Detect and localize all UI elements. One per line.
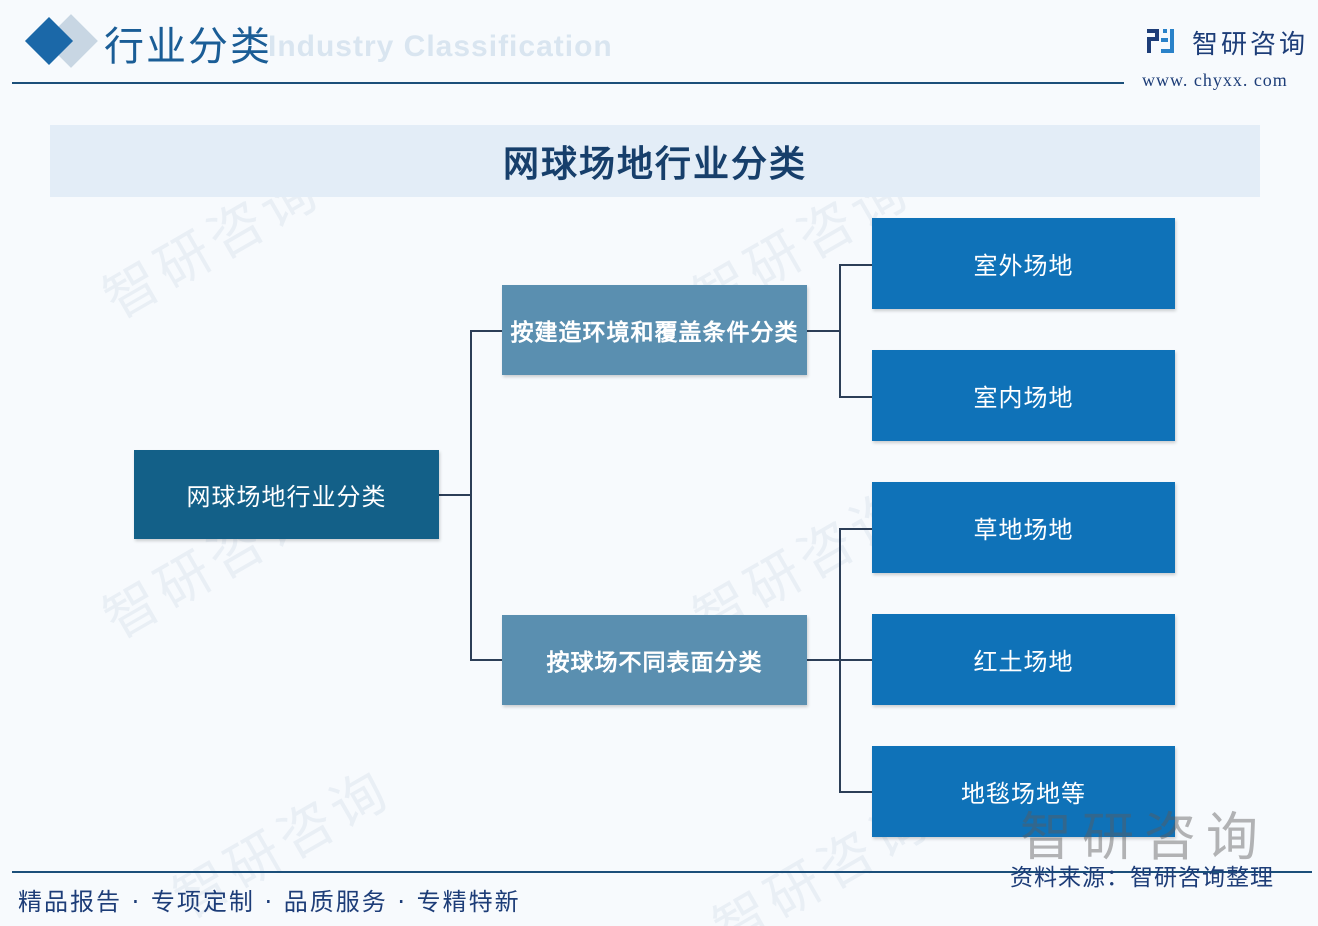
branch-node-label: 按建造环境和覆盖条件分类 [510,320,799,346]
leaf-node-label: 室内场地 [973,384,1074,412]
branch-node-environment: 按建造环境和覆盖条件分类 [502,285,807,375]
branch-node-surface: 按球场不同表面分类 [502,615,807,705]
leaf-node-carpet: 地毯场地等 [872,746,1175,837]
leaf-node-outdoor: 室外场地 [872,218,1175,309]
branch-node-label: 按球场不同表面分类 [546,650,763,676]
footer-divider [12,871,1312,873]
header-subtitle-en: Industry Classification [268,30,613,63]
leaf-node-clay: 红土场地 [872,614,1175,705]
brand-logo-icon [1147,29,1174,53]
footer-slogan: 精品报告 · 专项定制 · 品质服务 · 专精特新 [18,888,521,916]
root-node-label: 网球场地行业分类 [186,483,387,511]
root-node: 网球场地行业分类 [134,450,439,539]
brand-url: www. chyxx. com [1142,70,1288,90]
header-divider [12,82,1124,84]
header-title: 行业分类 [104,24,272,70]
leaf-node-indoor: 室内场地 [872,350,1175,441]
diagram-title-banner: 网球场地行业分类 [50,125,1260,197]
diagram-title: 网球场地行业分类 [502,143,807,185]
leaf-node-label: 红土场地 [973,648,1074,676]
leaf-node-grass: 草地场地 [872,482,1175,573]
brand-name: 智研咨询 [1192,30,1309,60]
source-note: 资料来源：智研咨询整理 [1010,865,1274,891]
leaf-node-label: 地毯场地等 [961,780,1086,808]
watermark-large: 智研咨询 [1020,808,1269,868]
leaf-node-label: 室外场地 [973,252,1074,280]
leaf-node-label: 草地场地 [973,516,1074,544]
